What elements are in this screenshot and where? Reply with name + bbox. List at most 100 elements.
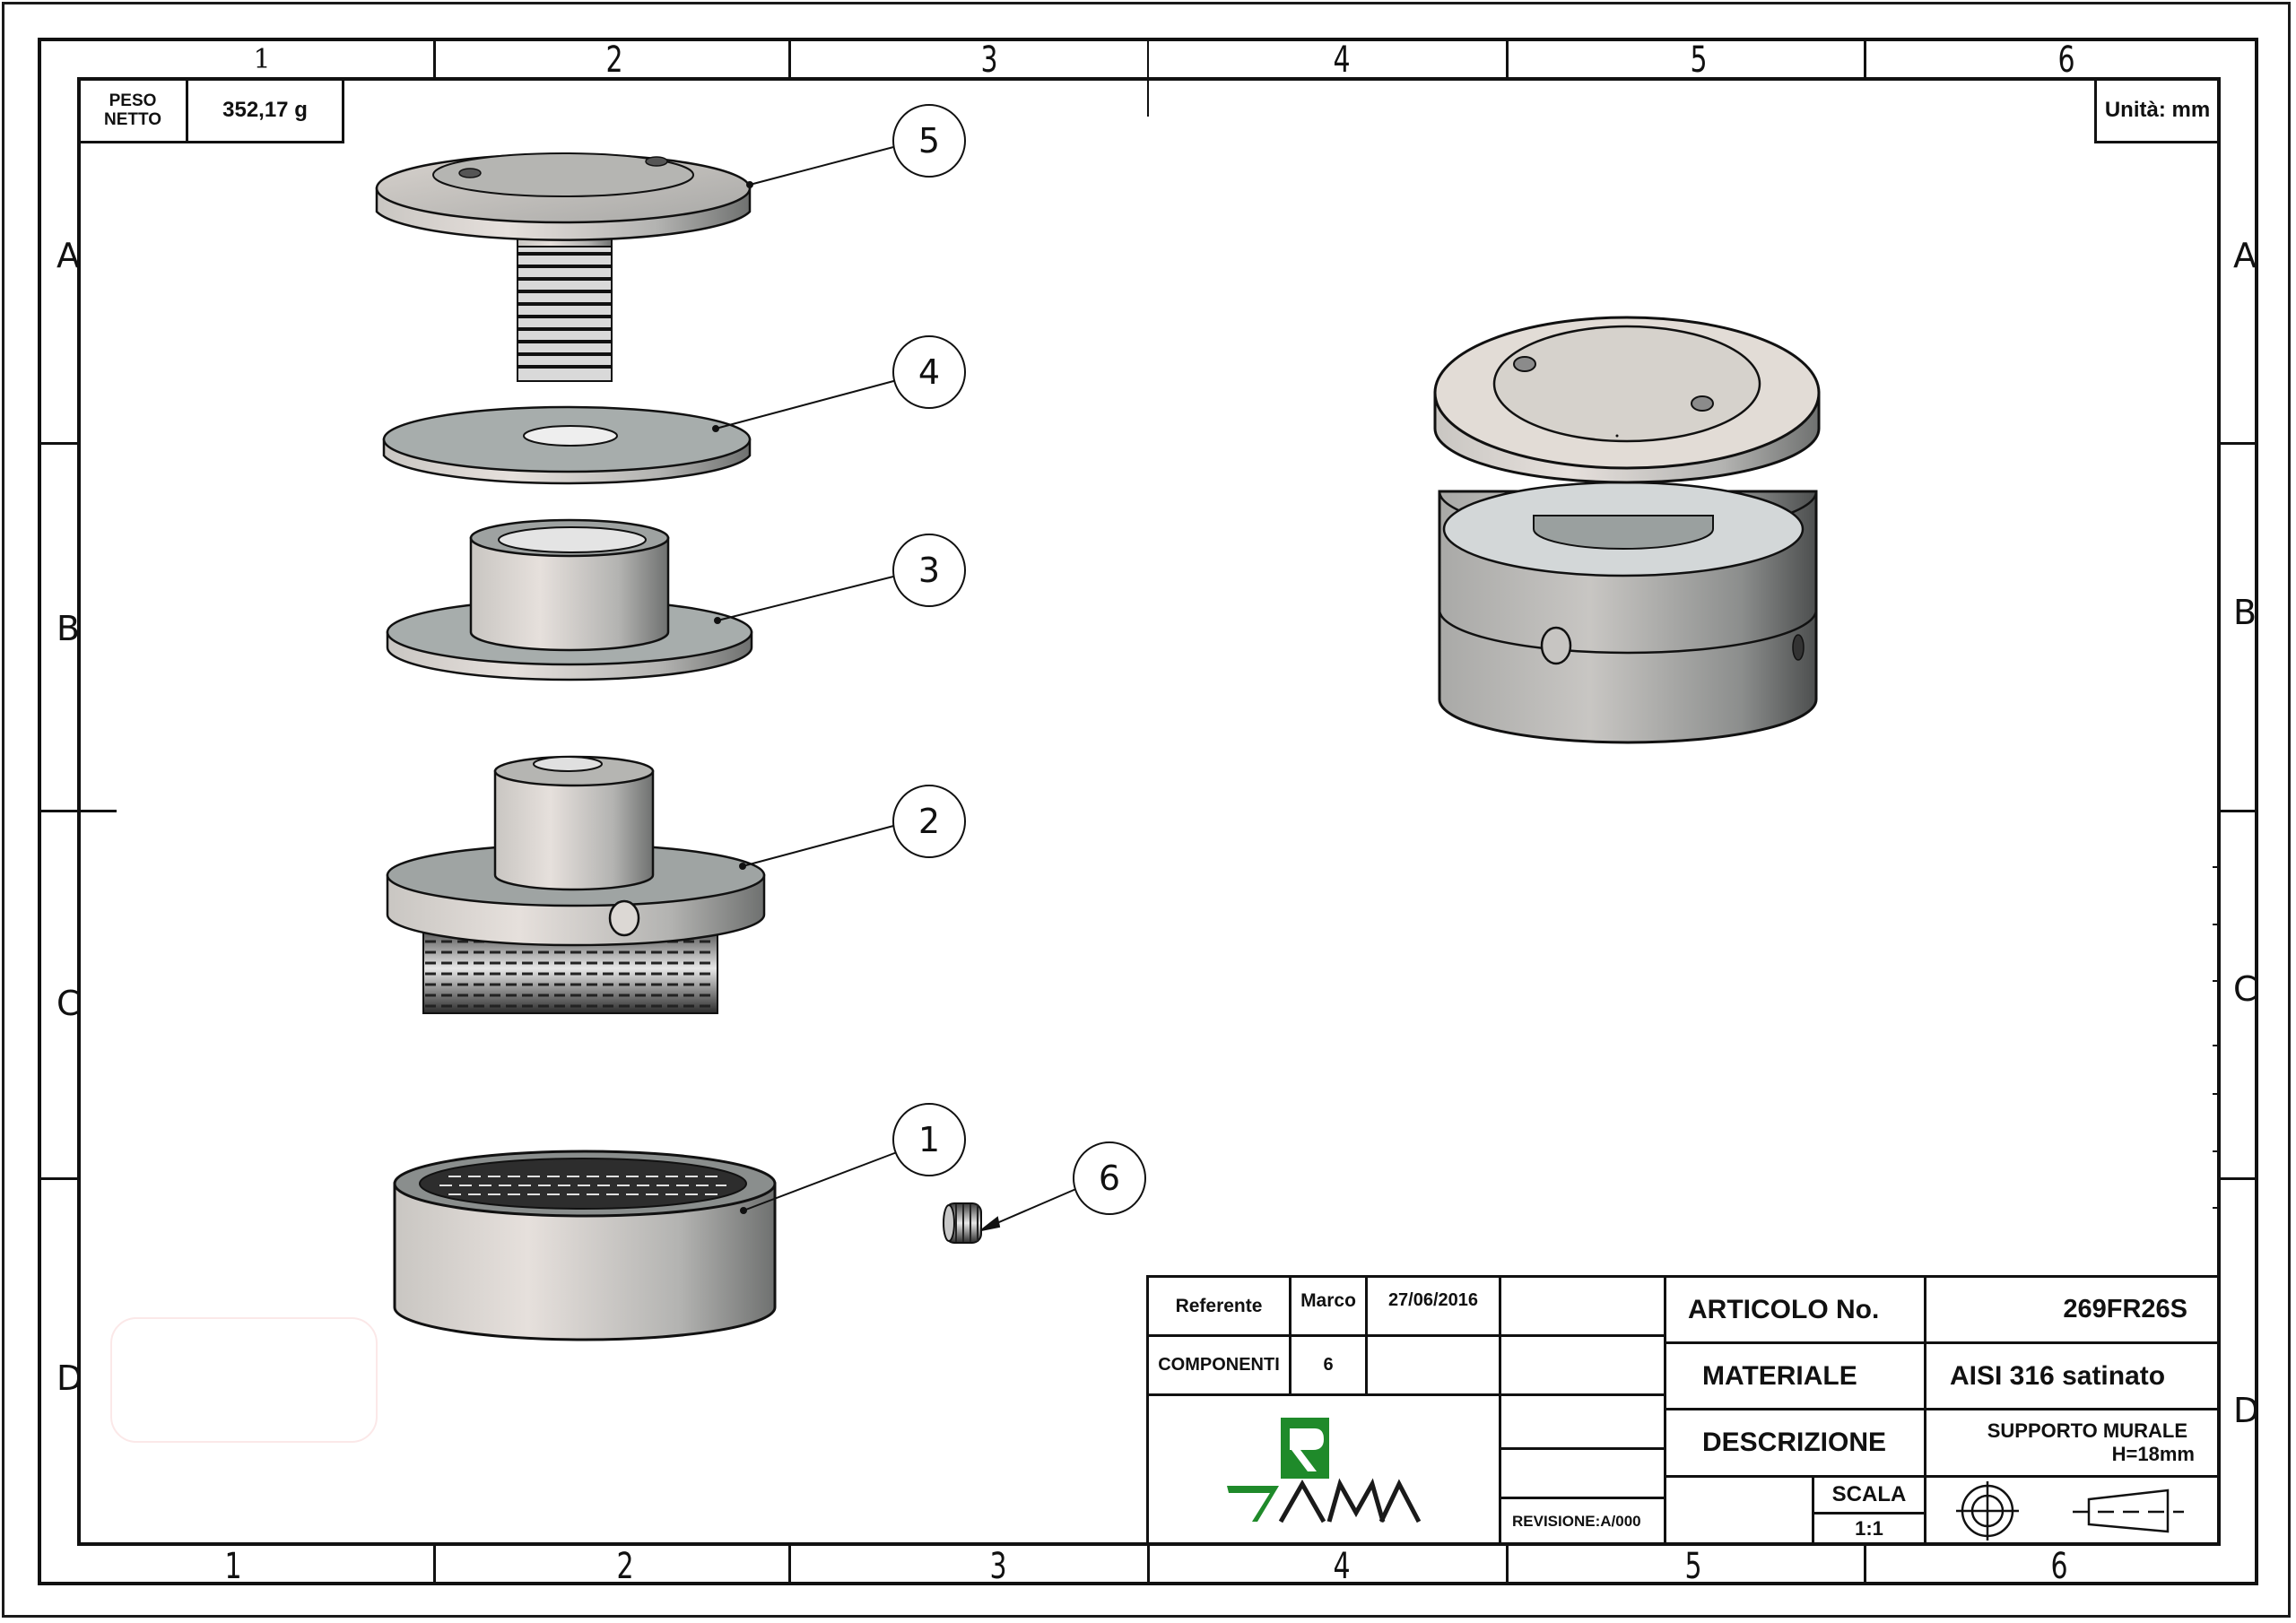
- zone-letter: D: [2233, 1391, 2260, 1430]
- tick-mark: [2213, 1093, 2220, 1095]
- part-4-washer: [382, 405, 752, 485]
- zone-number: 2: [616, 1546, 634, 1587]
- balloon-5[interactable]: 5: [892, 104, 966, 178]
- materiale-label: MATERIALE: [1702, 1360, 1857, 1391]
- descrizione-label: DESCRIZIONE: [1702, 1428, 1887, 1457]
- tick-mark: [2213, 866, 2220, 868]
- articolo-value-cell: 269FR26S: [1924, 1275, 2221, 1344]
- drawing-date: 27/06/2016: [1387, 1290, 1479, 1310]
- zone-number: 1: [224, 1546, 242, 1587]
- zone-divider: [2219, 442, 2258, 445]
- empty-cell: [1499, 1393, 1666, 1450]
- zone-divider: [788, 38, 791, 79]
- weight-label: PESO: [109, 91, 157, 110]
- zone-divider: [788, 1544, 791, 1585]
- revision: REVISIONE:A/000: [1512, 1512, 1641, 1530]
- zone-divider: [38, 810, 117, 812]
- zone-divider: [1147, 1544, 1150, 1585]
- zone-divider: [2219, 810, 2258, 812]
- part-3-flanged-sleeve: [386, 518, 753, 681]
- rama-logo: [1227, 1418, 1422, 1523]
- zone-letter: A: [57, 236, 80, 275]
- units-cell: Unità: mm: [2094, 77, 2221, 143]
- referente-label-cell: Referente: [1146, 1275, 1292, 1337]
- empty-cell: [1664, 1475, 1814, 1546]
- zone-divider: [1147, 38, 1149, 117]
- part-2-threaded-body: [386, 755, 766, 1014]
- scala-value-cell: 1:1: [1812, 1512, 1926, 1546]
- empty-cell: [1499, 1447, 1666, 1499]
- balloon-4[interactable]: 4: [892, 335, 966, 409]
- balloon-3[interactable]: 3: [892, 534, 966, 607]
- empty-cell: [1365, 1334, 1501, 1396]
- leader-lines: [712, 145, 1079, 1231]
- articolo-label-cell: ARTICOLO No.: [1664, 1275, 1926, 1344]
- scala-value: 1:1: [1855, 1517, 1883, 1540]
- zone-divider: [2219, 1177, 2258, 1180]
- componenti-value: 6: [1323, 1355, 1334, 1375]
- materiale-value-cell: AISI 316 satinato: [1924, 1341, 2221, 1410]
- descrizione-line-1: SUPPORTO MURALE: [1987, 1419, 2187, 1442]
- weight-label: NETTO: [103, 110, 162, 129]
- componenti-label-cell: COMPONENTI: [1146, 1334, 1292, 1396]
- tick-mark: [2213, 1045, 2220, 1046]
- projection-symbol-cell: [1924, 1475, 2221, 1546]
- weight-value: 352,17 g: [222, 98, 308, 122]
- zone-divider: [1864, 38, 1866, 79]
- zone-divider: [1506, 1544, 1509, 1585]
- zone-number: 3: [980, 39, 998, 81]
- tick-mark: [2213, 1150, 2220, 1152]
- articolo-value: 269FR26S: [2063, 1295, 2187, 1324]
- zone-letter: A: [2233, 236, 2257, 275]
- zone-number: 6: [2050, 1546, 2068, 1587]
- balloon-2[interactable]: 2: [892, 785, 966, 858]
- faint-artifact: [110, 1317, 378, 1443]
- componenti-label: COMPONENTI: [1158, 1355, 1280, 1375]
- scala-label-cell: SCALA: [1812, 1475, 1926, 1515]
- zone-number: 2: [605, 39, 623, 81]
- part-6-set-screw: [943, 1202, 982, 1244]
- zone-divider: [1506, 38, 1509, 79]
- materiale-label-cell: MATERIALE: [1664, 1341, 1926, 1410]
- zone-divider: [433, 38, 436, 79]
- zone-number: 1: [253, 44, 271, 75]
- balloon-6[interactable]: 6: [1073, 1141, 1146, 1215]
- componenti-value-cell: 6: [1289, 1334, 1368, 1396]
- projection-symbol-icon: [1955, 1480, 2184, 1541]
- zone-divider: [433, 1544, 436, 1585]
- zone-number: 4: [1333, 39, 1351, 81]
- materiale-value: AISI 316 satinato: [1950, 1360, 2166, 1391]
- zone-letter: C: [57, 984, 81, 1023]
- zone-divider: [38, 1177, 79, 1180]
- weight-value-cell: 352,17 g: [186, 77, 344, 143]
- tick-mark: [2213, 924, 2220, 925]
- articolo-label: ARTICOLO No.: [1688, 1294, 1880, 1324]
- revision-cell: REVISIONE:A/000: [1499, 1497, 1666, 1546]
- zone-number: 5: [1690, 39, 1708, 81]
- scala-label: SCALA: [1831, 1482, 1907, 1506]
- units-label: Unità: mm: [2104, 98, 2211, 122]
- descrizione-line-2: H=18mm: [2111, 1443, 2195, 1465]
- part-5-top-plate: [375, 152, 752, 382]
- isometric-assembly-view: [1433, 316, 1821, 744]
- zone-number: 3: [989, 1546, 1007, 1587]
- zone-number: 5: [1684, 1546, 1702, 1587]
- referente-label: Referente: [1175, 1295, 1263, 1316]
- referente-name: Marco: [1300, 1290, 1356, 1311]
- balloon-1[interactable]: 1: [892, 1103, 966, 1176]
- tick-mark: [2213, 980, 2220, 982]
- referente-name-cell: Marco: [1289, 1275, 1368, 1337]
- zone-letter: B: [57, 609, 81, 648]
- logo-cell: [1146, 1393, 1501, 1546]
- zone-divider: [1864, 1544, 1866, 1585]
- descrizione-value-cell: SUPPORTO MURALE H=18mm: [1924, 1408, 2221, 1478]
- empty-cell: [1499, 1334, 1666, 1396]
- empty-cell: [1499, 1275, 1666, 1337]
- zone-letter: C: [2233, 969, 2257, 1009]
- tick-mark: [2213, 1207, 2220, 1209]
- zone-letter: D: [57, 1358, 83, 1398]
- zone-number: 4: [1333, 1546, 1351, 1587]
- zone-letter: B: [2233, 593, 2257, 632]
